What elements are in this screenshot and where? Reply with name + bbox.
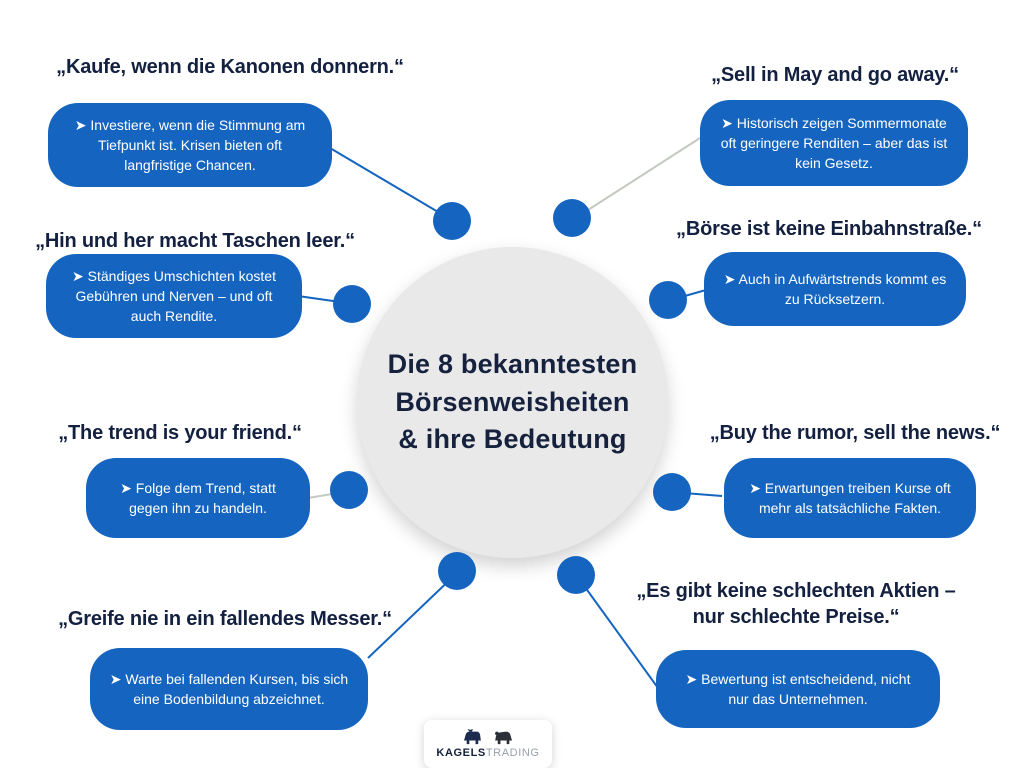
center-circle: Die 8 bekanntesten Börsenweisheiten & ih… (357, 247, 668, 558)
brand-name-bold: KAGELS (436, 747, 486, 759)
quote-heading: „Hin und her macht Taschen leer.“ (35, 230, 355, 252)
meaning-text: ➤ Auch in Aufwärtstrends kommt es zu Rüc… (723, 270, 947, 307)
meaning-box: ➤ Folge dem Trend, statt gegen ihn zu ha… (86, 458, 310, 538)
quote-heading: „Sell in May and go away.“ (711, 64, 959, 86)
node-dot (553, 199, 591, 237)
meaning-text: ➤ Ständiges Umschichten kostet Gebühren … (72, 267, 276, 325)
meaning-text: ➤ Bewertung ist entscheidend, nicht nur … (685, 670, 911, 707)
bear-icon (495, 731, 512, 745)
node-dot (330, 471, 368, 509)
bull-bear-logo-icon (464, 729, 512, 745)
quote-heading: „Buy the rumor, sell the news.“ (709, 422, 1001, 444)
meaning-box: ➤ Erwartungen treiben Kurse oft mehr als… (724, 458, 976, 538)
meaning-text: ➤ Warte bei fallenden Kursen, bis sich e… (109, 670, 349, 707)
quote-heading: „Greife nie in ein fallendes Messer.“ (58, 608, 392, 630)
meaning-box: ➤ Warte bei fallenden Kursen, bis sich e… (90, 648, 368, 730)
meaning-box: ➤ Bewertung ist entscheidend, nicht nur … (656, 650, 940, 728)
title-line: & ihre Bedeutung (398, 424, 627, 455)
meaning-text: ➤ Erwartungen treiben Kurse oft mehr als… (749, 479, 951, 516)
meaning-text: ➤ Investiere, wenn die Stimmung am Tiefp… (74, 116, 306, 174)
connector-line (573, 137, 701, 220)
quote-heading: „Börse ist keine Einbahnstraße.“ (676, 218, 982, 240)
quote-heading: „The trend is your friend.“ (58, 422, 302, 444)
bull-icon (464, 729, 481, 745)
node-dot (557, 556, 595, 594)
quote-heading: „Kaufe, wenn die Kanonen donnern.“ (56, 56, 404, 78)
connector-line (576, 575, 659, 689)
meaning-box: ➤ Ständiges Umschichten kostet Gebühren … (46, 254, 302, 338)
meaning-box: ➤ Investiere, wenn die Stimmung am Tiefp… (48, 103, 332, 187)
meaning-box: ➤ Auch in Aufwärtstrends kommt es zu Rüc… (704, 252, 966, 326)
node-dot (433, 202, 471, 240)
title-line: Börsenweisheiten (395, 386, 630, 417)
brand-name-light: TRADING (485, 747, 540, 759)
brand-logo: KAGELSTRADING (424, 720, 552, 768)
quote-heading: „Es gibt keine schlechten Aktien – nur s… (636, 580, 956, 628)
node-dot (649, 281, 687, 319)
brand-name: KAGELSTRADING (436, 747, 539, 759)
connector-line (329, 147, 456, 223)
meaning-box: ➤ Historisch zeigen Sommermonate oft ger… (700, 100, 968, 186)
meaning-text: ➤ Historisch zeigen Sommermonate oft ger… (720, 114, 948, 172)
meaning-text: ➤ Folge dem Trend, statt gegen ihn zu ha… (120, 479, 276, 516)
node-dot (333, 285, 371, 323)
diagram-title: Die 8 bekanntesten Börsenweisheiten & ih… (388, 346, 638, 459)
node-dot (653, 473, 691, 511)
connector-line (367, 571, 459, 659)
title-line: Die 8 bekanntesten (387, 348, 638, 379)
node-dot (438, 552, 476, 590)
